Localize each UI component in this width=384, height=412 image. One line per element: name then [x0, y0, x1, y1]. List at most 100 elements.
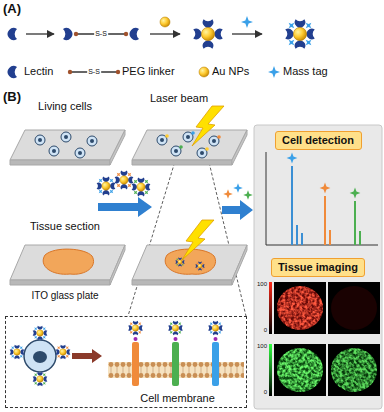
mass-spectrum [291, 166, 293, 245]
legend-text: Lectin [24, 65, 53, 77]
probe-cluster [132, 178, 151, 197]
mass-spectrum [266, 152, 378, 245]
glass-plate [110, 245, 125, 285]
synthesis-row [26, 33, 54, 34]
mass-spectrum [329, 230, 331, 245]
probe-cluster [97, 171, 151, 197]
panel-letter: (B) [3, 90, 21, 105]
glass-plate [10, 245, 125, 280]
tissue-image [277, 348, 323, 392]
mass-spectrum [359, 231, 361, 245]
scale-number: 0 [264, 389, 267, 396]
tissue-image [269, 282, 380, 396]
membrane-drawing [132, 342, 139, 386]
tissue-image [328, 344, 380, 396]
flow-arrow [98, 197, 152, 217]
panel-heading: Tissue imaging [278, 261, 358, 274]
mass-spectrum [324, 196, 326, 245]
glass-plate [35, 135, 45, 145]
synthesis-row [193, 19, 222, 48]
legend-sample [268, 66, 280, 78]
node-heading: Tissue section [30, 220, 100, 233]
annotation: ITO glass plate [31, 290, 98, 302]
glass-plate [10, 130, 125, 160]
zoom-line [128, 158, 176, 316]
synthesis-row [241, 16, 253, 28]
tissue-image [328, 282, 380, 334]
mass-spectrum [320, 183, 331, 194]
tissue-image [274, 344, 326, 396]
synthesis-row [160, 17, 170, 27]
glass-plate [232, 245, 247, 285]
membrane-drawing [108, 321, 244, 386]
legend-sample [199, 67, 209, 77]
synthesis-row [8, 16, 315, 49]
zoom-line [208, 158, 246, 316]
membrane-drawing [208, 321, 223, 336]
mass-spectrum [266, 152, 378, 245]
mass-tag [233, 183, 243, 193]
panel-letter: (A) [3, 2, 21, 17]
sample-plate: Tissue section [5, 220, 125, 233]
membrane-drawing [212, 342, 219, 386]
annotation: S-S [94, 30, 108, 38]
mass-spectrum [350, 188, 361, 199]
legend-text: PEG linker [122, 65, 175, 77]
cell-drawing [10, 326, 71, 387]
membrane-drawing [214, 337, 218, 341]
legend-sample [116, 70, 120, 74]
glass-plate [165, 134, 169, 138]
synthesis-row [74, 32, 78, 36]
cell-drawing [33, 351, 47, 363]
flow-arrow [222, 200, 253, 220]
cell-drawing [10, 345, 25, 360]
probe-cluster [115, 171, 134, 190]
glass-plate [10, 245, 125, 285]
membrane-drawing [134, 337, 138, 341]
glass-plate [232, 130, 247, 165]
node-heading: Living cells [38, 100, 92, 113]
zoom-line [128, 134, 246, 316]
glass-plate [10, 280, 110, 285]
legend-entry: Mass tag [283, 65, 328, 78]
glass-plate [132, 130, 247, 165]
legend-entry: PEG linker [122, 65, 175, 78]
synthesis-row [63, 28, 72, 40]
glass-plate [217, 135, 221, 139]
cell-drawing [33, 372, 48, 387]
legend-sample [68, 70, 72, 74]
glass-plate [195, 261, 204, 270]
zoom-box: Cell membrane [5, 316, 247, 408]
synthesis-row [232, 33, 262, 34]
scale-number: 100 [257, 343, 267, 350]
synthesis-row [124, 32, 128, 36]
mass-tag [223, 183, 253, 200]
legend-sample [8, 66, 280, 78]
mass-spectrum [292, 166, 360, 245]
legend-sample [8, 66, 17, 78]
synthesis-row [150, 33, 180, 34]
laser-bolt [192, 106, 224, 146]
membrane-drawing [168, 321, 183, 336]
synthesis-row [285, 19, 314, 48]
legend-entry: Lectin [24, 65, 53, 78]
tissue-image [331, 348, 377, 392]
annotation: S-S [87, 68, 101, 76]
glass-plate [132, 280, 232, 285]
tissue-image [277, 286, 323, 330]
result-header: Tissue imaging [271, 258, 365, 277]
membrane-drawing [172, 342, 179, 386]
tissue-image [269, 282, 272, 334]
glass-plate [10, 130, 125, 165]
scale-number: 100 [257, 281, 267, 288]
glass-plate [87, 136, 97, 146]
laser-bolt [182, 220, 214, 260]
mass-spectrum [354, 201, 356, 245]
membrane-drawing [128, 321, 143, 336]
legend-text: Au NPs [212, 65, 249, 77]
mass-tag [223, 189, 233, 199]
tissue-image [269, 344, 272, 396]
result-panel [254, 125, 382, 409]
